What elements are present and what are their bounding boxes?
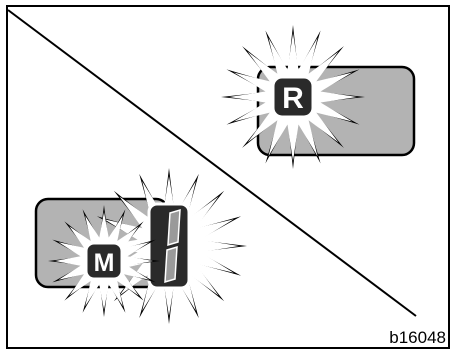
digit-segment-upper bbox=[168, 210, 180, 245]
digit-segment-display bbox=[149, 204, 189, 288]
m-indicator-letter: M bbox=[94, 249, 115, 277]
digit-segment-lower bbox=[165, 247, 177, 282]
figure-code-label: b16048 bbox=[389, 328, 446, 348]
r-indicator-letter: R bbox=[282, 82, 304, 115]
figure-frame bbox=[7, 6, 449, 348]
